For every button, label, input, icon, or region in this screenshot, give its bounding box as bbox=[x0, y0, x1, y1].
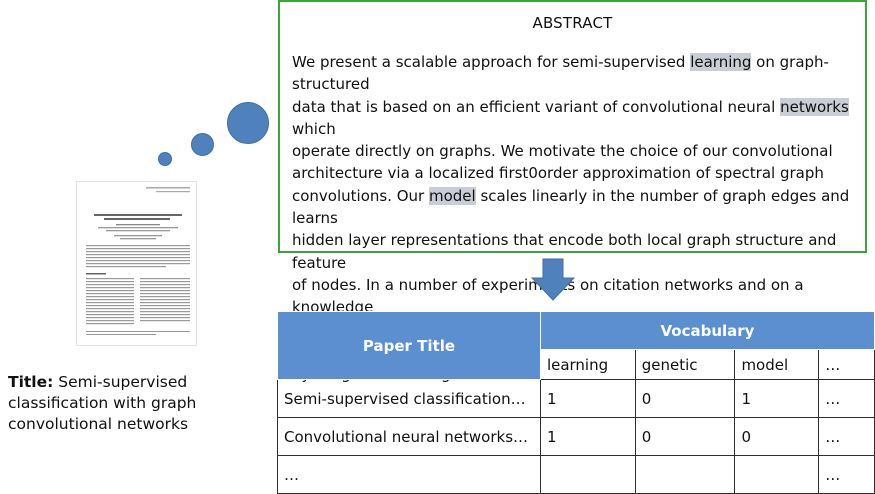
abstract-line: data that is based on an efficient varia… bbox=[292, 97, 849, 138]
thought-bubble-medium bbox=[191, 133, 214, 156]
abstract-line: We present a scalable approach for semi-… bbox=[292, 53, 829, 94]
highlighted-term: learning bbox=[690, 53, 752, 71]
row-value bbox=[539, 455, 636, 494]
abstract-box: ABSTRACT We present a scalable approach … bbox=[278, 0, 867, 383]
paper-title-header: Paper Title bbox=[277, 311, 541, 380]
thought-bubble-small bbox=[158, 152, 172, 166]
thought-bubble-large bbox=[227, 102, 269, 144]
row-title: Convolutional neural networks… bbox=[277, 417, 541, 456]
abstract-line: architecture via a localized first0order… bbox=[292, 164, 824, 183]
row-value: 0 bbox=[634, 417, 736, 456]
table-row: Semi-supervised classification… 1 0 1 … bbox=[277, 379, 875, 418]
table-row: … … bbox=[277, 455, 875, 494]
vocab-term: learning bbox=[539, 349, 636, 380]
row-value: 0 bbox=[734, 417, 820, 456]
paper-title-caption: Title: Semi-supervised classification wi… bbox=[8, 372, 268, 435]
vocabulary-header: Vocabulary bbox=[539, 311, 875, 350]
down-arrow-icon bbox=[531, 258, 575, 301]
abstract-line: hidden layer representations that encode… bbox=[292, 231, 837, 272]
row-value: 1 bbox=[539, 379, 636, 418]
row-value: 0 bbox=[634, 379, 736, 418]
caption-label: Title: bbox=[8, 373, 54, 391]
row-value: … bbox=[818, 455, 875, 494]
row-title: … bbox=[277, 455, 541, 494]
row-value: 1 bbox=[539, 417, 636, 456]
abstract-heading: ABSTRACT bbox=[532, 14, 613, 32]
vocab-term: genetic bbox=[634, 349, 736, 380]
highlighted-term: networks bbox=[780, 97, 849, 116]
vocab-term: model bbox=[734, 349, 820, 380]
highlighted-term: model bbox=[429, 186, 476, 205]
row-value: … bbox=[818, 417, 875, 456]
vocabulary-table: Paper Title Vocabulary learning genetic … bbox=[277, 311, 875, 494]
row-value: 1 bbox=[734, 379, 820, 418]
row-value bbox=[634, 455, 736, 494]
row-value bbox=[734, 455, 820, 494]
caption-text: Semi-supervised classification with grap… bbox=[8, 373, 197, 433]
row-value: … bbox=[818, 379, 875, 418]
abstract-line: convolutions. Our model scales linearly … bbox=[292, 186, 850, 228]
paper-thumbnail-icon bbox=[76, 181, 197, 346]
row-title: Semi-supervised classification… bbox=[277, 379, 541, 418]
vocab-term: … bbox=[818, 349, 875, 380]
table-row: Convolutional neural networks… 1 0 0 … bbox=[277, 417, 875, 456]
abstract-line: operate directly on graphs. We motivate … bbox=[292, 142, 833, 161]
